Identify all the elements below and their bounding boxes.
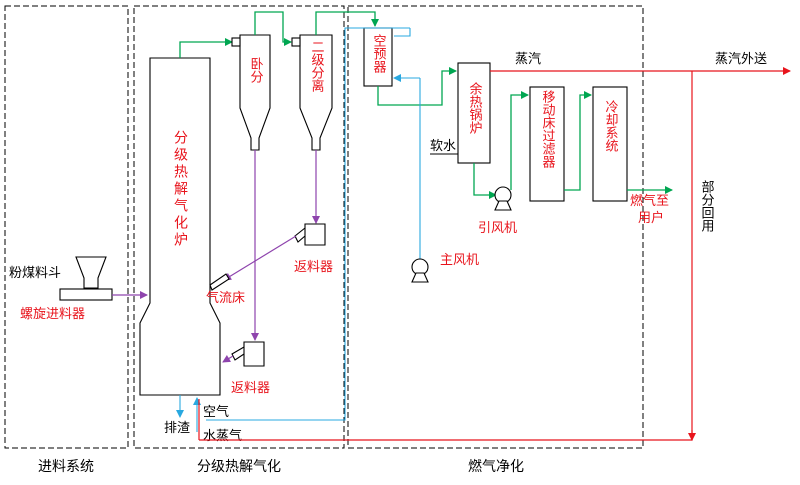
preheater-air-out — [394, 28, 411, 37]
gas-line-cyclone2-to-preheater — [315, 11, 379, 35]
return-line-feeder2-to-gasifier — [222, 354, 234, 363]
gas-line-preheater-to-boiler — [377, 67, 457, 106]
water-steam-label: 水蒸气 — [203, 428, 242, 444]
induced-fan-label: 引风机 — [478, 221, 517, 236]
section-feed-label: 进料系统 — [38, 459, 94, 475]
induced-fan-base — [494, 200, 512, 211]
cyclone2 — [299, 34, 333, 151]
main-fan-label: 主风机 — [440, 253, 479, 268]
cyclone2-label: 二级分离 — [309, 40, 325, 92]
section-pyrolysis-label: 分级热解气化 — [197, 459, 281, 475]
return-feeder-2 — [231, 341, 265, 367]
moving-bed-filter-label: 移动床过滤器 — [540, 90, 556, 169]
air-label: 空气 — [203, 404, 229, 420]
partial-return-label: 部分回用 — [699, 180, 715, 233]
coal-hopper — [75, 256, 107, 289]
return-line-feeder1-to-gasifier — [223, 235, 297, 281]
steam-label: 蒸汽 — [515, 52, 541, 67]
steam-out-label: 蒸汽外送 — [715, 52, 767, 67]
hot-air-line — [206, 27, 410, 421]
gas-to-user-label-1: 燃气至 — [630, 193, 669, 209]
section-purification-label: 燃气净化 — [468, 458, 524, 475]
waste-heat-boiler — [457, 62, 491, 164]
screw-feeder — [59, 288, 113, 301]
fluidized-bed-inlet — [209, 273, 230, 291]
air-preheater — [363, 27, 393, 87]
main-fan-base — [411, 272, 429, 283]
gas-line-filter-to-cooler — [564, 91, 592, 191]
cyclone1 — [239, 34, 271, 151]
cyclone1-inlet — [231, 37, 241, 47]
section-feed-boundary — [4, 5, 129, 449]
soft-water-label: 软水 — [430, 139, 456, 154]
screw-feeder-label: 螺旋进料器 — [20, 307, 85, 322]
section-pyrolysis-boundary — [133, 5, 345, 449]
moving-bed-filter — [529, 86, 565, 202]
cyclone1-label: 卧分 — [248, 57, 264, 84]
slag-label: 排渣 — [164, 421, 190, 436]
gas-to-user-label-2: 用户 — [638, 210, 664, 226]
return-feeder-2-label: 返料器 — [231, 381, 270, 396]
return-feeder-1-label: 返料器 — [294, 260, 333, 275]
gas-line-cyclone1-to-cyclone2 — [254, 11, 292, 46]
gasifier-label: 分级热解气化炉 — [172, 130, 188, 249]
cooling-system-label: 冷却系统 — [603, 100, 619, 153]
coal-hopper-label: 粉煤料斗 — [9, 266, 61, 281]
section-purification-boundary — [347, 5, 644, 449]
fluidized-bed-label: 气流床 — [206, 290, 245, 306]
cyclone2-inlet — [291, 37, 301, 47]
waste-heat-boiler-label: 余热锅炉 — [467, 81, 483, 134]
gas-line-boiler-to-fan — [473, 163, 497, 199]
gas-line-fan-to-filter — [510, 91, 529, 190]
gasifier — [139, 57, 221, 396]
gas-line-gasifier-to-cyclone1 — [179, 38, 233, 58]
air-preheater-label: 空预器 — [371, 34, 387, 74]
cooling-system — [592, 86, 628, 202]
return-feeder-1 — [294, 223, 326, 246]
